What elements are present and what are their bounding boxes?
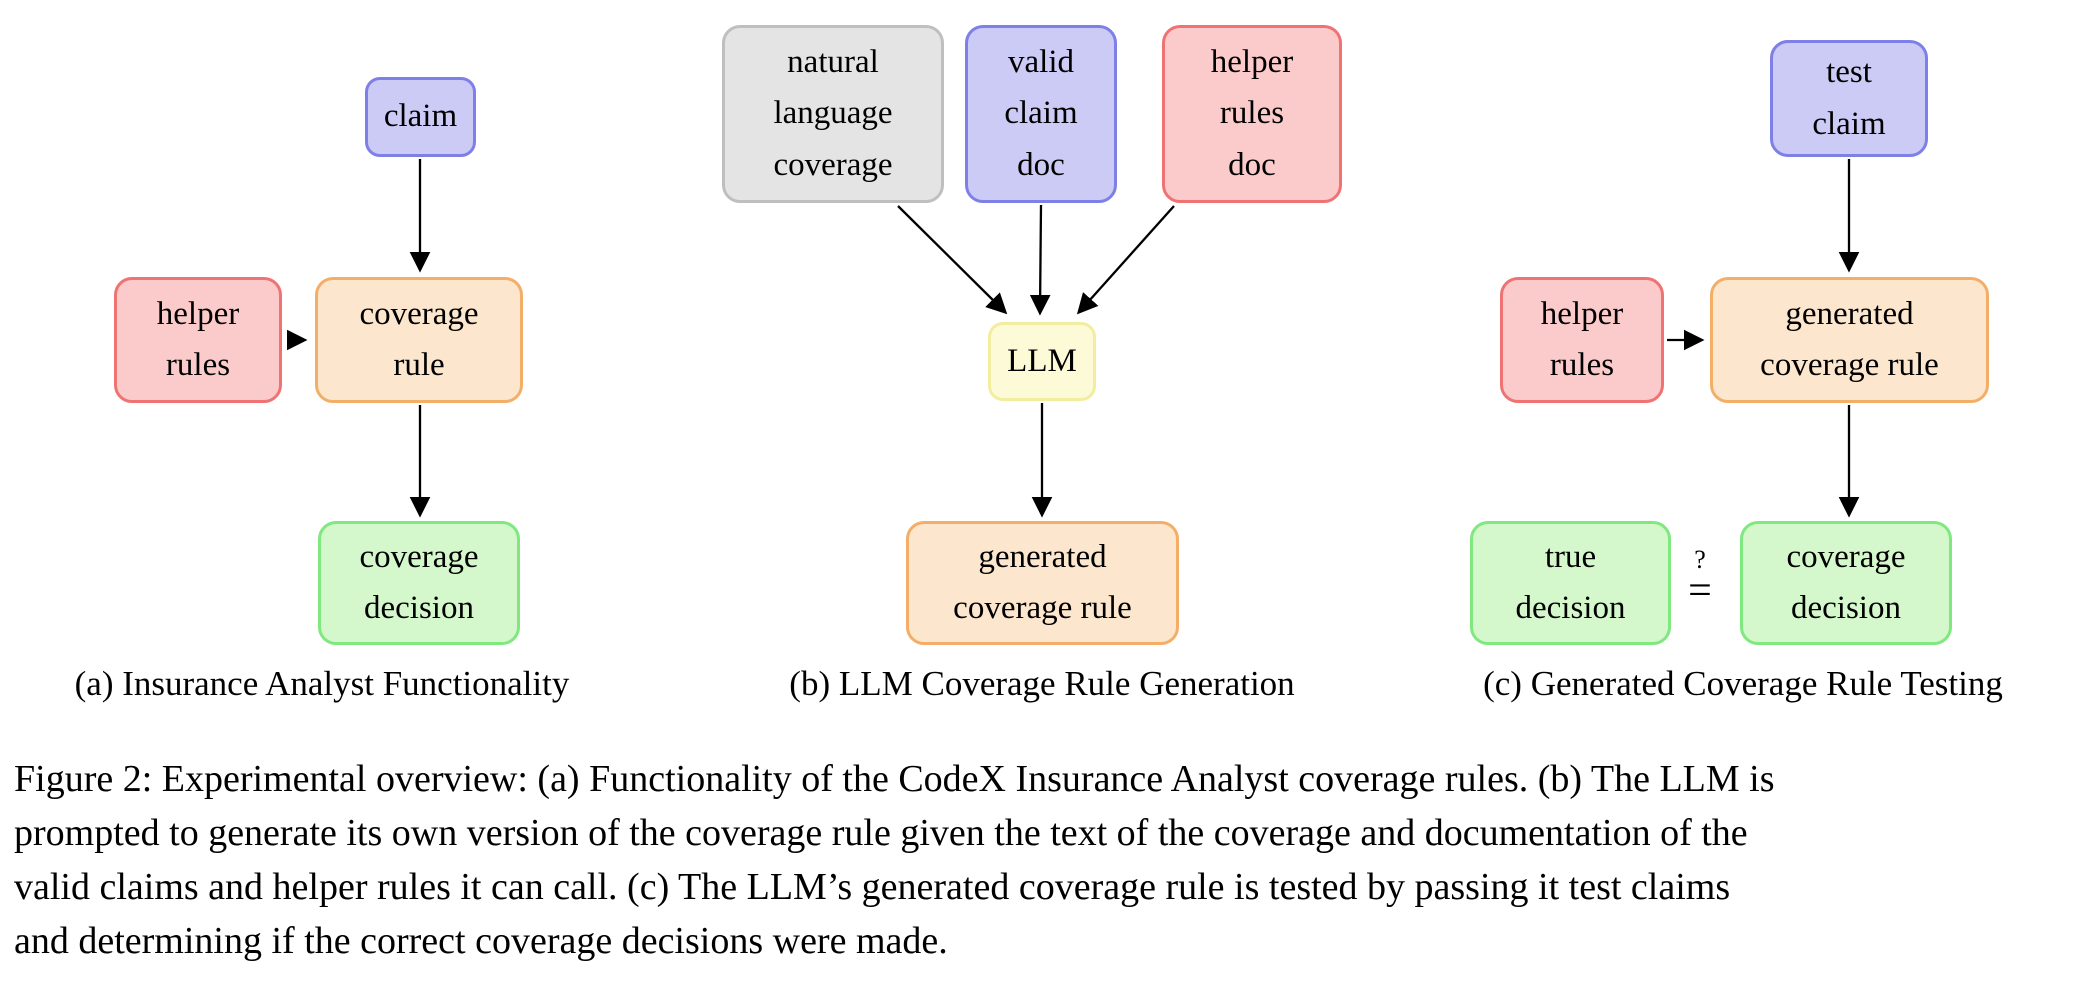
- node-valid-claim-doc: valid claim doc: [965, 25, 1117, 203]
- node-claim: claim: [365, 77, 476, 157]
- node-llm: LLM: [988, 322, 1096, 401]
- figure-caption-line-4: and determining if the correct coverage …: [14, 920, 948, 962]
- equals-sign: =: [1688, 568, 1712, 615]
- node-generated-coverage-rule-c: generated coverage rule: [1710, 277, 1989, 403]
- arrow-valid-claim-doc-to-llm: [1029, 204, 1051, 316]
- question-equals-symbol: ? =: [1668, 545, 1732, 615]
- node-coverage-decision-c: coverage decision: [1740, 521, 1952, 645]
- node-coverage-decision-a: coverage decision: [318, 521, 520, 645]
- figure-caption: Figure 2: Experimental overview: (a) Fun…: [14, 752, 2064, 968]
- figure-caption-line-1: Figure 2: Experimental overview: (a) Fun…: [14, 758, 1775, 800]
- figure-caption-line-2: prompted to generate its own version of …: [14, 812, 1748, 854]
- panel-c-caption: (c) Generated Coverage Rule Testing: [1483, 664, 2003, 703]
- arrow-helper-rules-doc-to-llm: [1076, 205, 1175, 315]
- panel-b-caption: (b) LLM Coverage Rule Generation: [789, 664, 1295, 703]
- panel-a-caption: (a) Insurance Analyst Functionality: [74, 664, 570, 703]
- node-test-claim: test claim: [1770, 40, 1928, 157]
- node-helper-rules-c: helper rules: [1500, 277, 1664, 403]
- node-helper-rules-a: helper rules: [114, 277, 282, 403]
- question-mark: ?: [1694, 545, 1706, 574]
- node-coverage-rule: coverage rule: [315, 277, 523, 403]
- node-true-decision: true decision: [1470, 521, 1671, 645]
- node-generated-coverage-rule-b: generated coverage rule: [906, 521, 1179, 645]
- node-helper-rules-doc: helper rules doc: [1162, 25, 1342, 203]
- figure-caption-line-3: valid claims and helper rules it can cal…: [14, 866, 1731, 908]
- arrow-natural-language-coverage-to-llm: [897, 205, 1008, 315]
- node-natural-language-coverage: natural language coverage: [722, 25, 944, 203]
